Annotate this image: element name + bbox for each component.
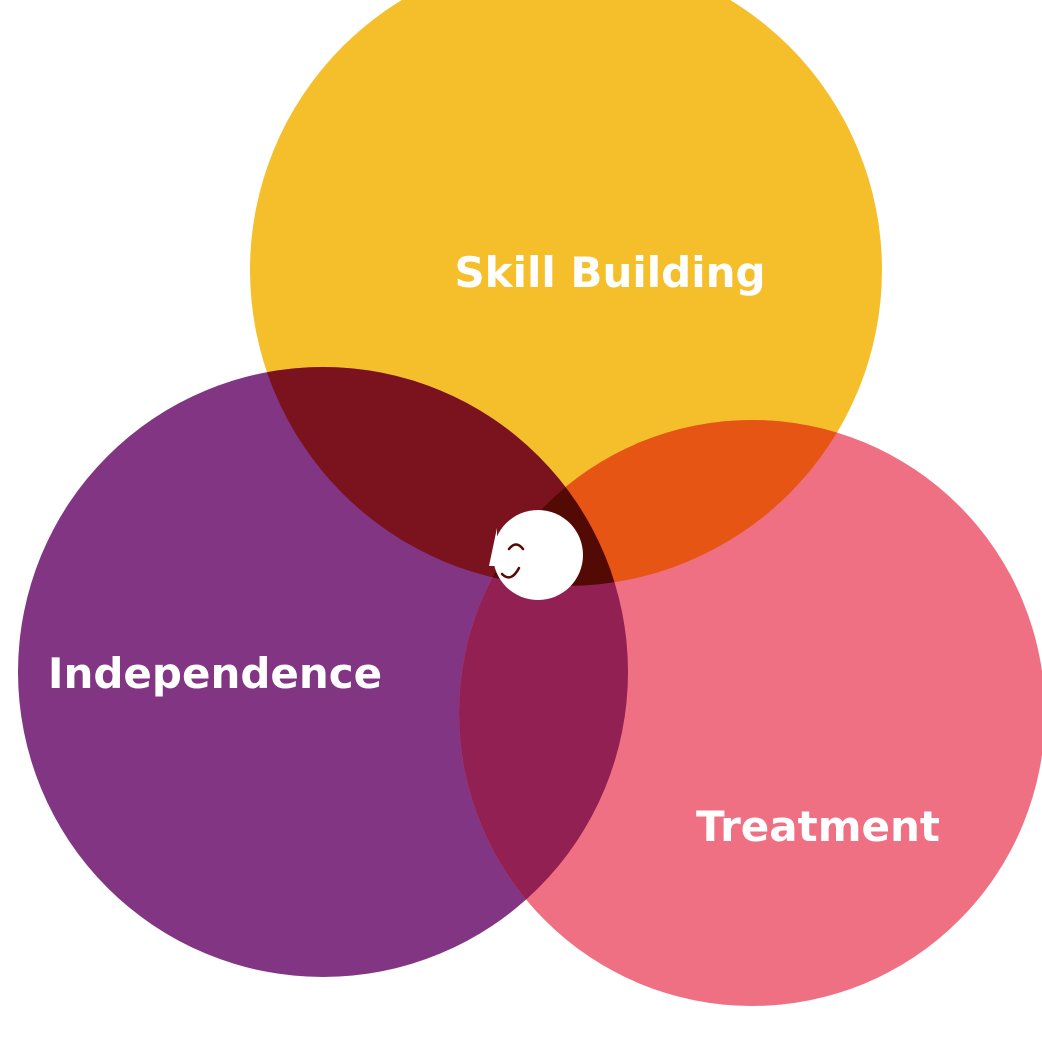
label-independence: Independence <box>48 649 382 698</box>
label-treatment: Treatment <box>696 802 940 851</box>
overlap-skill-independence <box>250 367 628 586</box>
smiling-face-icon <box>489 510 583 600</box>
overlap-center <box>459 420 628 586</box>
label-skill-building: Skill Building <box>454 248 765 297</box>
